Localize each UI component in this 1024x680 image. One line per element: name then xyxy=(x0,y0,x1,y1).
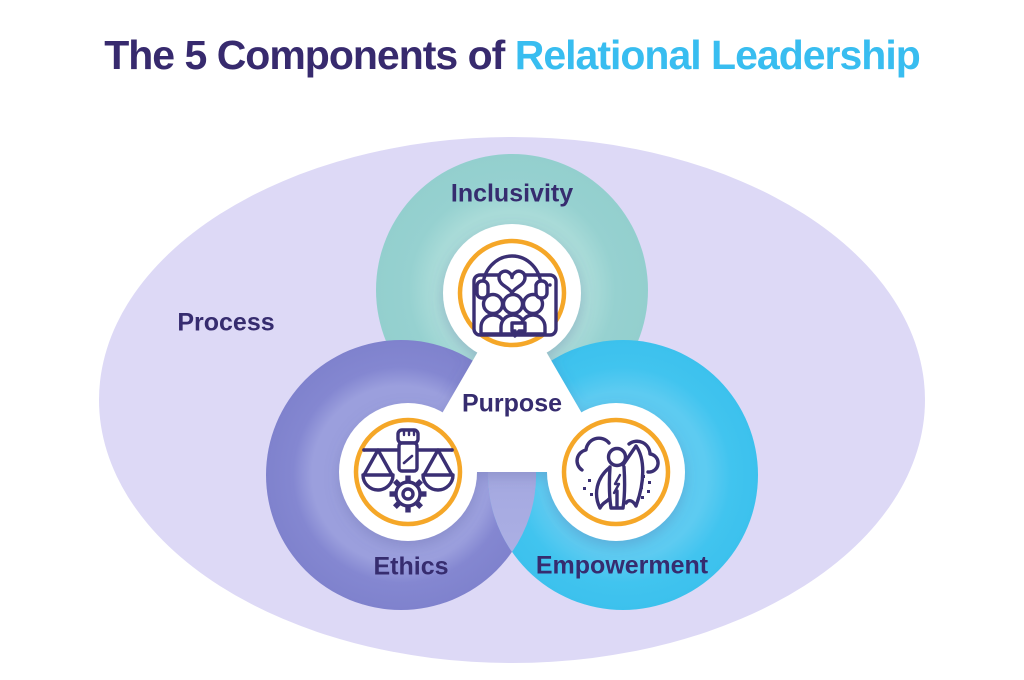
scales-gear-icon xyxy=(361,428,455,513)
label-ethics: Ethics xyxy=(373,552,449,581)
label-inclusivity: Inclusivity xyxy=(450,179,574,208)
label-purpose: Purpose xyxy=(461,389,563,418)
page-title: The 5 Components of Relational Leadershi… xyxy=(0,32,1024,78)
team-window-icon xyxy=(472,254,558,338)
title-prefix: The 5 Components of xyxy=(104,32,515,78)
title-highlight: Relational Leadership xyxy=(514,32,921,78)
label-empowerment: Empowerment xyxy=(535,551,709,580)
superhero-icon xyxy=(575,436,660,510)
label-process: Process xyxy=(177,308,275,337)
